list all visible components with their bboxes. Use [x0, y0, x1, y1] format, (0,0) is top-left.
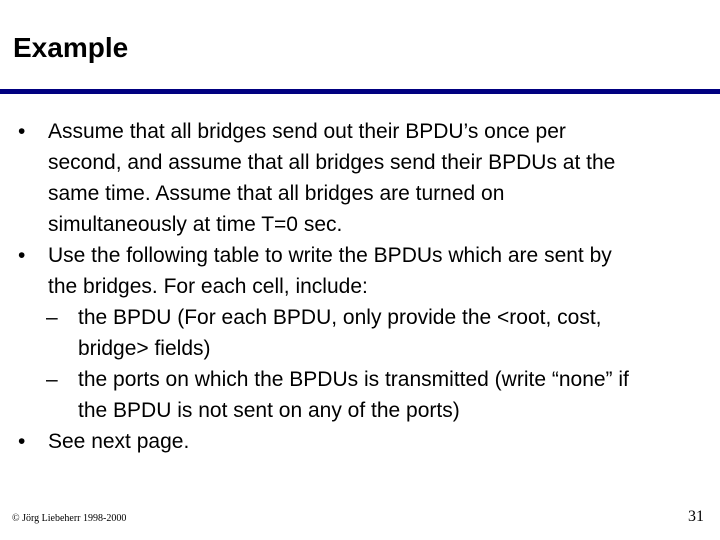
- bullet-line: same time. Assume that all bridges are t…: [48, 182, 505, 205]
- bullet-line: simultaneously at time T=0 sec.: [48, 213, 343, 236]
- subbullet-line: the BPDU (For each BPDU, only provide th…: [78, 306, 602, 329]
- bullet-line: the bridges. For each cell, include:: [48, 275, 368, 298]
- bullet-marker: •: [18, 120, 26, 143]
- slide-title: Example: [13, 32, 129, 63]
- slide-content: • Assume that all bridges send out their…: [18, 116, 708, 457]
- bullet-1: • Assume that all bridges send out their…: [18, 116, 708, 240]
- bullet-marker: •: [18, 244, 26, 267]
- bullet-marker: •: [18, 430, 26, 453]
- page-number: 31: [688, 508, 704, 525]
- bullet-3: • See next page.: [18, 426, 708, 457]
- bullet-line: Assume that all bridges send out their B…: [48, 120, 566, 143]
- subbullet-marker: –: [46, 306, 58, 329]
- copyright-footer: © Jörg Liebeherr 1998-2000: [12, 513, 127, 524]
- bullet-line: second, and assume that all bridges send…: [48, 151, 616, 174]
- title-divider: [0, 89, 720, 94]
- bullet-line: See next page.: [48, 430, 190, 453]
- subbullet-line: bridge> fields): [78, 337, 211, 360]
- bullet-line: Use the following table to write the BPD…: [48, 244, 612, 267]
- subbullet-line: the ports on which the BPDUs is transmit…: [78, 368, 629, 391]
- subbullet-marker: –: [46, 368, 58, 391]
- subbullet-2: – the ports on which the BPDUs is transm…: [18, 364, 708, 426]
- bullet-2: • Use the following table to write the B…: [18, 240, 708, 302]
- subbullet-1: – the BPDU (For each BPDU, only provide …: [18, 302, 708, 364]
- subbullet-line: the BPDU is not sent on any of the ports…: [78, 399, 460, 422]
